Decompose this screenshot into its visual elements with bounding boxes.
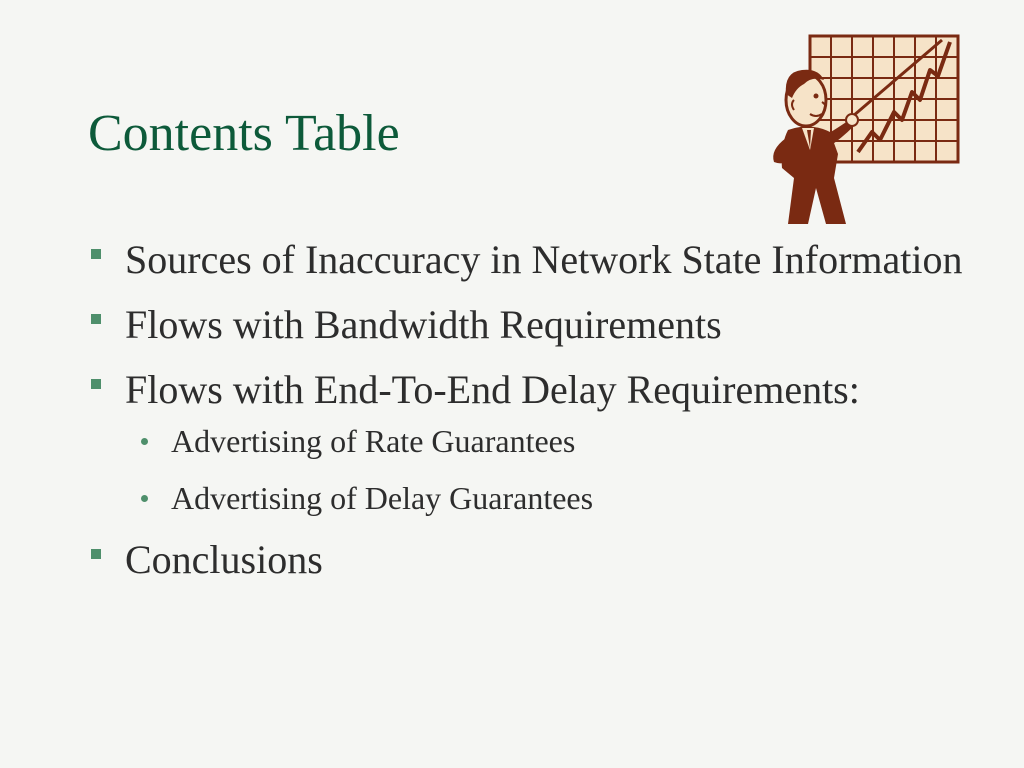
round-bullet-icon	[141, 495, 148, 502]
sub-bullet-list: Advertising of Rate Guarantees Advertisi…	[125, 419, 988, 520]
bullet-text: Flows with Bandwidth Requirements	[125, 302, 722, 347]
sub-bullet-text: Advertising of Delay Guarantees	[171, 480, 594, 516]
sub-bullet-item: Advertising of Rate Guarantees	[125, 419, 988, 463]
square-bullet-icon	[91, 549, 101, 559]
square-bullet-icon	[91, 314, 101, 324]
slide-title: Contents Table	[88, 105, 400, 162]
square-bullet-icon	[91, 379, 101, 389]
bullet-text: Sources of Inaccuracy in Network State I…	[125, 237, 963, 282]
bullet-text: Flows with End-To-End Delay Requirements…	[125, 367, 860, 412]
square-bullet-icon	[91, 249, 101, 259]
bullet-item: Flows with Bandwidth Requirements	[88, 298, 988, 352]
presenter-with-rising-chart-icon	[760, 28, 965, 228]
bullet-text: Conclusions	[125, 537, 323, 582]
round-bullet-icon	[141, 438, 148, 445]
bullet-item: Sources of Inaccuracy in Network State I…	[88, 233, 988, 287]
sub-bullet-item: Advertising of Delay Guarantees	[125, 476, 988, 520]
bullet-list: Sources of Inaccuracy in Network State I…	[88, 233, 988, 598]
sub-bullet-text: Advertising of Rate Guarantees	[171, 423, 576, 459]
bullet-item: Conclusions	[88, 533, 988, 587]
bullet-item: Flows with End-To-End Delay Requirements…	[88, 363, 988, 520]
